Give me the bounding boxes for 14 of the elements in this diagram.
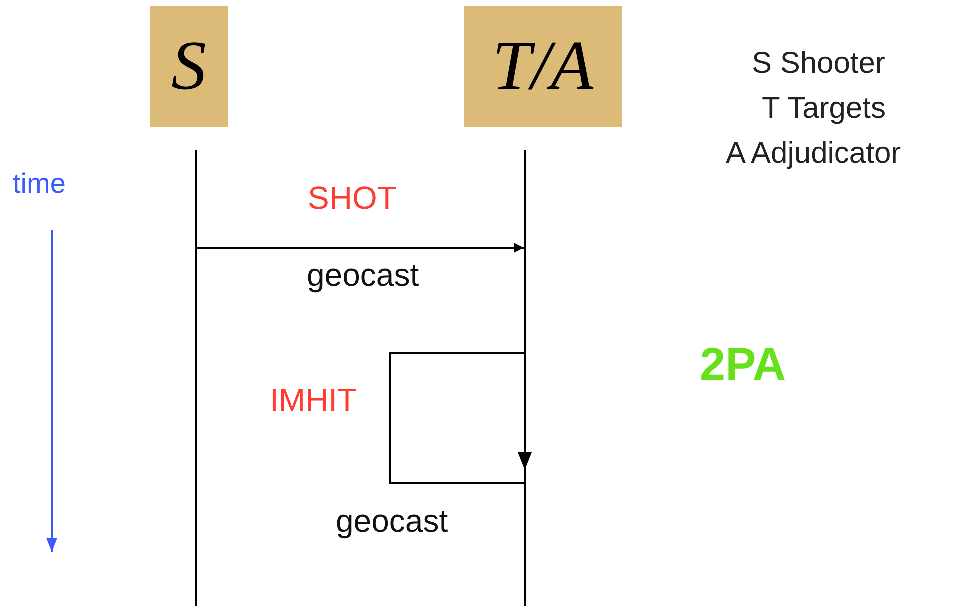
actor-box: T/A [464, 6, 622, 127]
legend-text: T Targets [762, 92, 886, 126]
edge-label: SHOT [308, 180, 397, 217]
actor-box: S [150, 6, 228, 127]
legend-text: A Adjudicator [726, 137, 902, 171]
edge-label: IMHIT [270, 382, 358, 419]
lifeline [195, 150, 197, 606]
lifeline [524, 150, 526, 606]
legend-text: S Shooter [752, 47, 886, 81]
time-label: time [13, 168, 66, 200]
protocol-label: 2PA [700, 337, 786, 391]
message-label: geocast [336, 503, 448, 540]
message-arrow [197, 243, 524, 253]
message-label: geocast [307, 257, 420, 294]
